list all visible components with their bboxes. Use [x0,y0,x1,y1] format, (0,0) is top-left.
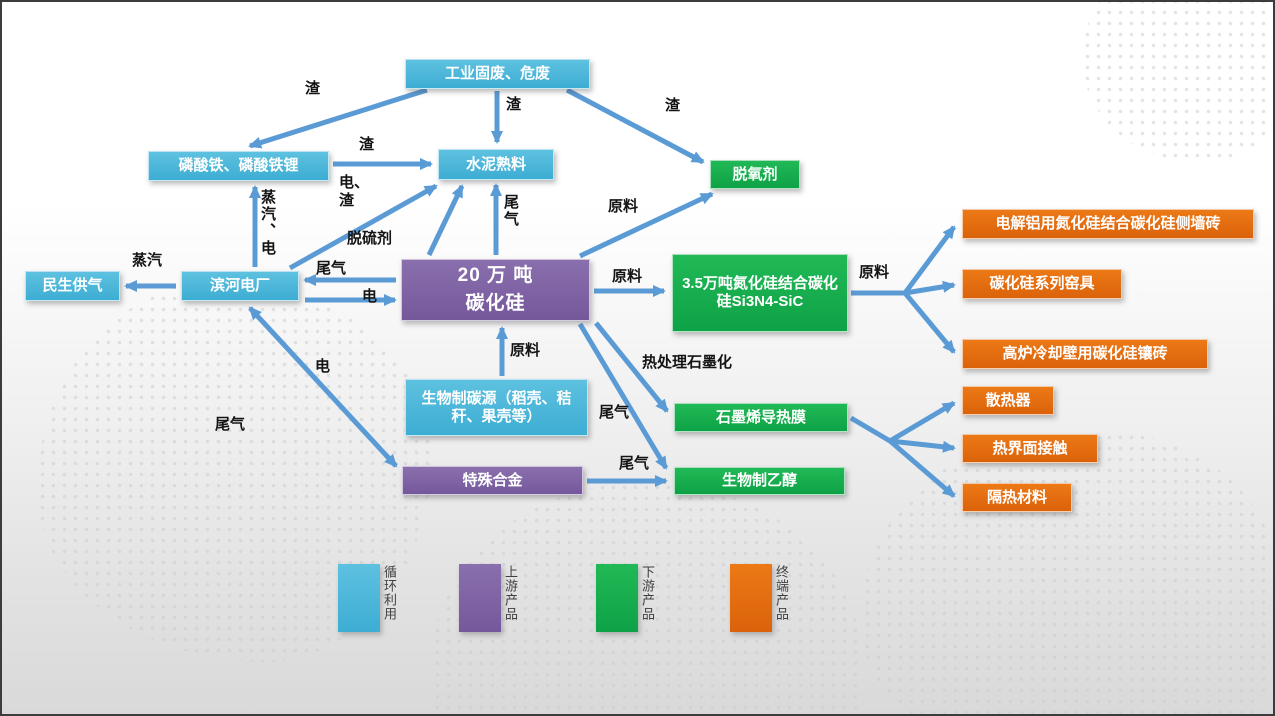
node-bio-ethanol: 生物制乙醇 [674,467,845,495]
node-special-alloy: 特殊合金 [402,466,583,495]
arrow-sic-to-graphene [594,321,669,413]
node-side-wall-brick: 电解铝用氮化硅结合碳化硅侧墙砖 [962,209,1254,239]
arrow-si3n4-to-wall-brick [902,225,957,295]
arrow-graphene-fork-stem [849,415,892,444]
node-kiln-furniture: 碳化硅系列窑具 [962,269,1122,299]
edge-label-sic-deoxidizer: 原料 [608,198,639,215]
legend-swatch-downstream [596,564,638,632]
node-si3n4-sic: 3.5万吨氮化硅结合碳化硅Si3N4-SiC [672,254,848,332]
node-industrial-waste-label: 工业固废、危废 [444,65,550,82]
node-sic-plant: 20 万 吨 碳化硅 [401,259,590,321]
node-special-alloy-label: 特殊合金 [462,471,523,489]
edge-label-phosphate-cement: 渣 [359,136,375,153]
node-civil-gas-label: 民生供气 [42,277,103,294]
node-cement-clinker-label: 水泥熟料 [465,155,526,173]
edge-label-sic-si3n4: 原料 [612,268,643,285]
arrow-si3n4-to-cooling-brick [903,291,956,354]
node-civil-gas: 民生供气 [25,271,120,301]
arrow-si3n4-to-kiln [904,280,956,296]
node-thermal-interface: 热界面接触 [962,434,1098,463]
legend-label-downstream: 下游产品 [640,565,655,621]
node-power-plant-label: 滨河电厂 [209,277,270,294]
node-deoxidizer-label: 脱氧剂 [732,165,778,183]
edge-label-plant-civil-gas: 蒸汽 [132,252,163,269]
arrow-sic-to-deoxidizer [578,191,714,259]
node-bio-carbon-label: 生物制碳源（稻壳、秸秆、果壳等） [421,389,572,425]
node-sic-plant-label: 20 万 吨 碳化硅 [457,265,534,314]
node-power-plant: 滨河电厂 [181,271,299,301]
arrow-graphene-to-radiator [888,400,956,444]
node-kiln-furniture-label: 碳化硅系列窑具 [989,275,1095,292]
legend-label-terminal: 终端产品 [774,565,789,621]
node-iron-phosphate-label: 磷酸铁、磷酸铁锂 [178,157,299,174]
edge-label-biocarbon-sic: 原料 [510,342,541,359]
edge-label-plant-alloy-power: 电 [315,358,331,375]
legend-swatch-upstream [459,564,501,632]
node-si3n4-sic-label: 3.5万吨氮化硅结合碳化硅Si3N4-SiC [682,275,838,310]
node-deoxidizer: 脱氧剂 [710,160,800,189]
arrow-plant-alloy-bidirectional [248,306,398,468]
node-cooling-brick-label: 高炉冷却壁用碳化硅镶砖 [1002,345,1168,362]
edge-label-waste-deoxidizer: 渣 [665,97,681,114]
legend-label-upstream: 上游产品 [503,565,518,621]
node-side-wall-brick-label: 电解铝用氮化硅结合碳化硅侧墙砖 [995,215,1221,232]
node-radiator: 散热器 [962,386,1054,415]
legend-swatch-terminal [730,564,772,632]
arrow-waste-to-iron-phosphate [248,87,428,149]
node-insulation: 隔热材料 [962,483,1072,512]
arrow-graphene-to-insulation [888,439,956,498]
edge-label-sic-plant: 尾气 [316,260,347,277]
arrow-sic-to-ethanol [577,322,669,470]
edge-label-waste-phosphate: 渣 [305,80,321,97]
legend-label-recycle: 循环利用 [382,565,397,621]
edge-label-alloy-plant-gas: 尾气 [215,416,246,433]
arrow-graphene-to-thermal-interface [889,438,956,453]
edge-label-sic-ethanol: 尾气 [599,404,630,421]
node-iron-phosphate: 磷酸铁、磷酸铁锂 [148,151,329,181]
edge-label-waste-cement: 渣 [506,96,522,113]
arrow-waste-to-deoxidizer [565,87,705,165]
node-radiator-label: 散热器 [985,391,1031,409]
node-insulation-label: 隔热材料 [986,488,1047,506]
legend-swatch-recycle [338,564,380,632]
node-cooling-brick: 高炉冷却壁用碳化硅镶砖 [962,339,1208,369]
node-graphene-film-label: 石墨烯导热膜 [715,408,806,426]
node-thermal-interface-label: 热界面接触 [992,439,1068,457]
edge-label-plant-sic: 电 [362,288,378,305]
edge-label-graphitization: 热处理石墨化 [642,354,733,371]
arrow-sic-to-cement-desulfurizer [426,184,465,257]
edge-label-si3n4-terminal: 原料 [859,264,890,281]
edge-label-desulfurizer: 脱硫剂 [347,230,393,247]
node-bio-ethanol-label: 生物制乙醇 [721,472,797,489]
node-industrial-waste: 工业固废、危废 [405,59,590,89]
node-bio-carbon: 生物制碳源（稻壳、秸秆、果壳等） [405,379,588,436]
edge-label-sic-cement-gas: 尾气 [502,194,519,228]
edge-label-plant-phosphate: 蒸汽、电 [259,189,276,257]
node-graphene-film: 石墨烯导热膜 [674,403,848,432]
edge-label-plant-cement: 电、 渣 [339,174,370,209]
arrow-plant-to-cement [288,183,438,271]
node-cement-clinker: 水泥熟料 [438,149,554,180]
edge-label-alloy-ethanol: 尾气 [619,455,650,472]
